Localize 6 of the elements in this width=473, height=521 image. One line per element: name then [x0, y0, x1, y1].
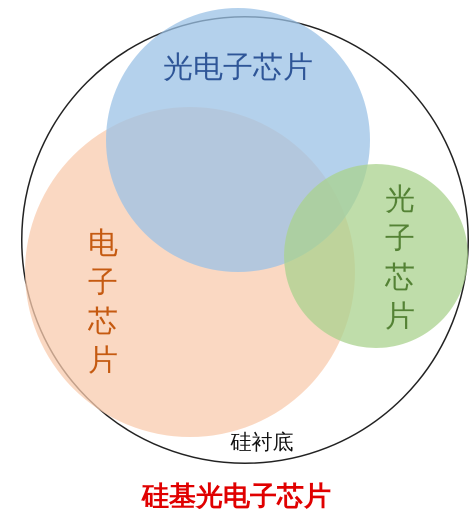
caption: 硅基光电子芯片	[140, 480, 332, 514]
circle-label: 光子芯片	[384, 181, 416, 336]
circle-label: 硅衬底	[230, 430, 294, 454]
circle-label: 电子芯片	[87, 225, 118, 380]
venn-circle	[284, 164, 468, 348]
circle-label: 光电子芯片	[163, 50, 313, 85]
